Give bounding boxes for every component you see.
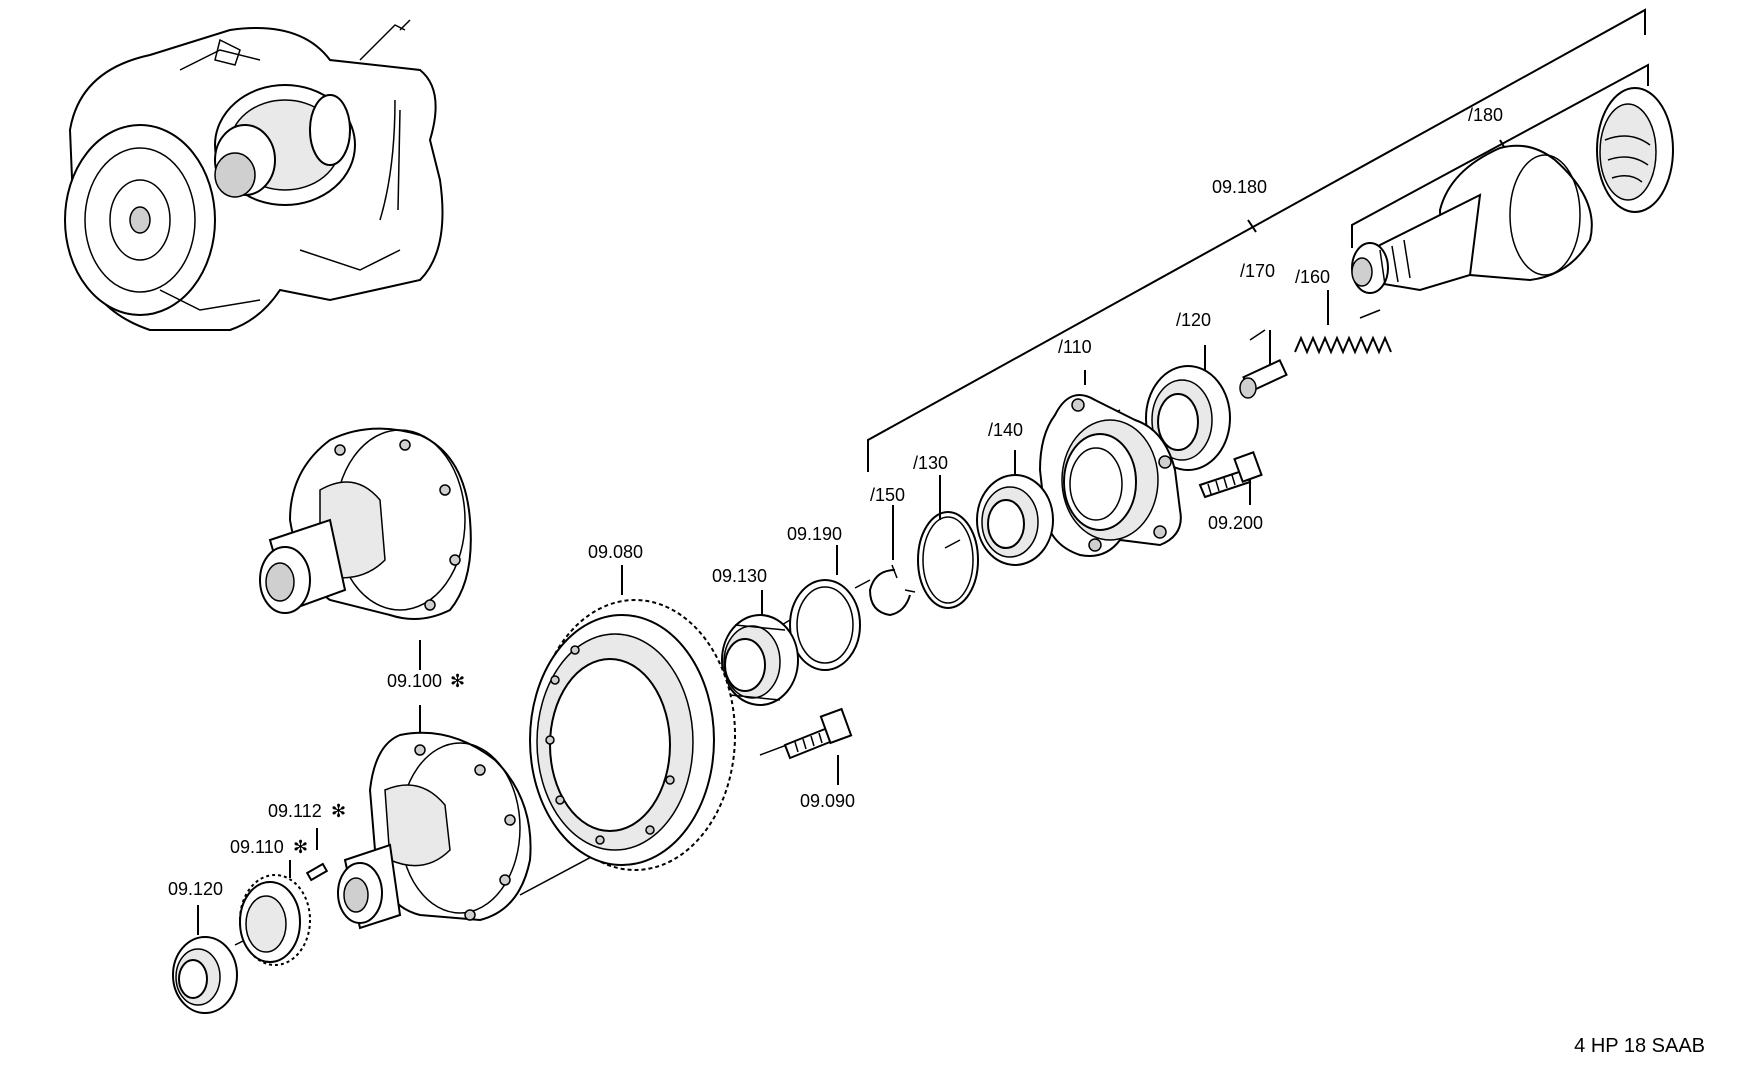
label-09-180: 09.180 [1212,177,1267,197]
label-150: /150 [870,485,905,505]
differential-housing-lower-part [337,731,532,930]
label-09-120: 09.120 [168,879,223,899]
helical-gear-09-110-part [239,874,311,966]
ring-09-190-part [789,579,861,671]
star-09-112: ✻ [331,801,346,821]
output-shaft-part [1351,87,1674,294]
label-09-200: 09.200 [1208,513,1263,533]
diagram-caption: 4 HP 18 SAAB [1574,1035,1705,1057]
pin-09-112-part [305,862,329,882]
bolt-09-200-part [1198,451,1263,499]
transmission-overview-illustration [64,19,444,331]
ball-bearing-part [976,474,1054,566]
star-09-110: ✻ [293,837,308,857]
label-120: /120 [1176,310,1211,330]
label-09-190: 09.190 [787,524,842,544]
label-160: /160 [1295,267,1330,287]
taper-bearing-09-120-part [172,936,238,1014]
label-09-080: 09.080 [588,542,643,562]
seal-ring-part [1145,365,1231,471]
spring-part [1294,335,1392,355]
bearing-housing-part [1038,394,1182,557]
label-110: /110 [1058,337,1092,357]
label-09-112: 09.112 [268,801,322,821]
circlip-150-part [868,564,916,617]
label-09-130: 09.130 [712,566,767,586]
snap-ring-130-part [917,511,979,609]
label-140: /140 [988,420,1023,440]
differential-housing-upper-part [259,427,472,620]
label-09-090: 09.090 [800,791,855,811]
pin-part [1239,358,1288,399]
label-180: /180 [1468,105,1503,125]
bolt-09-090-part [783,707,853,760]
star-09-100: ✻ [450,671,465,691]
part-labels: 09.180 /180 /160 /170 /120 /110 /140 /13… [168,105,1503,899]
label-09-110: 09.110 [230,837,284,857]
label-170: /170 [1240,261,1275,281]
taper-bearing-09-130-part [721,614,799,706]
label-130: /130 [913,453,948,473]
ring-gear-09-080-part [529,599,736,871]
label-09-100: 09.100 [387,671,442,691]
